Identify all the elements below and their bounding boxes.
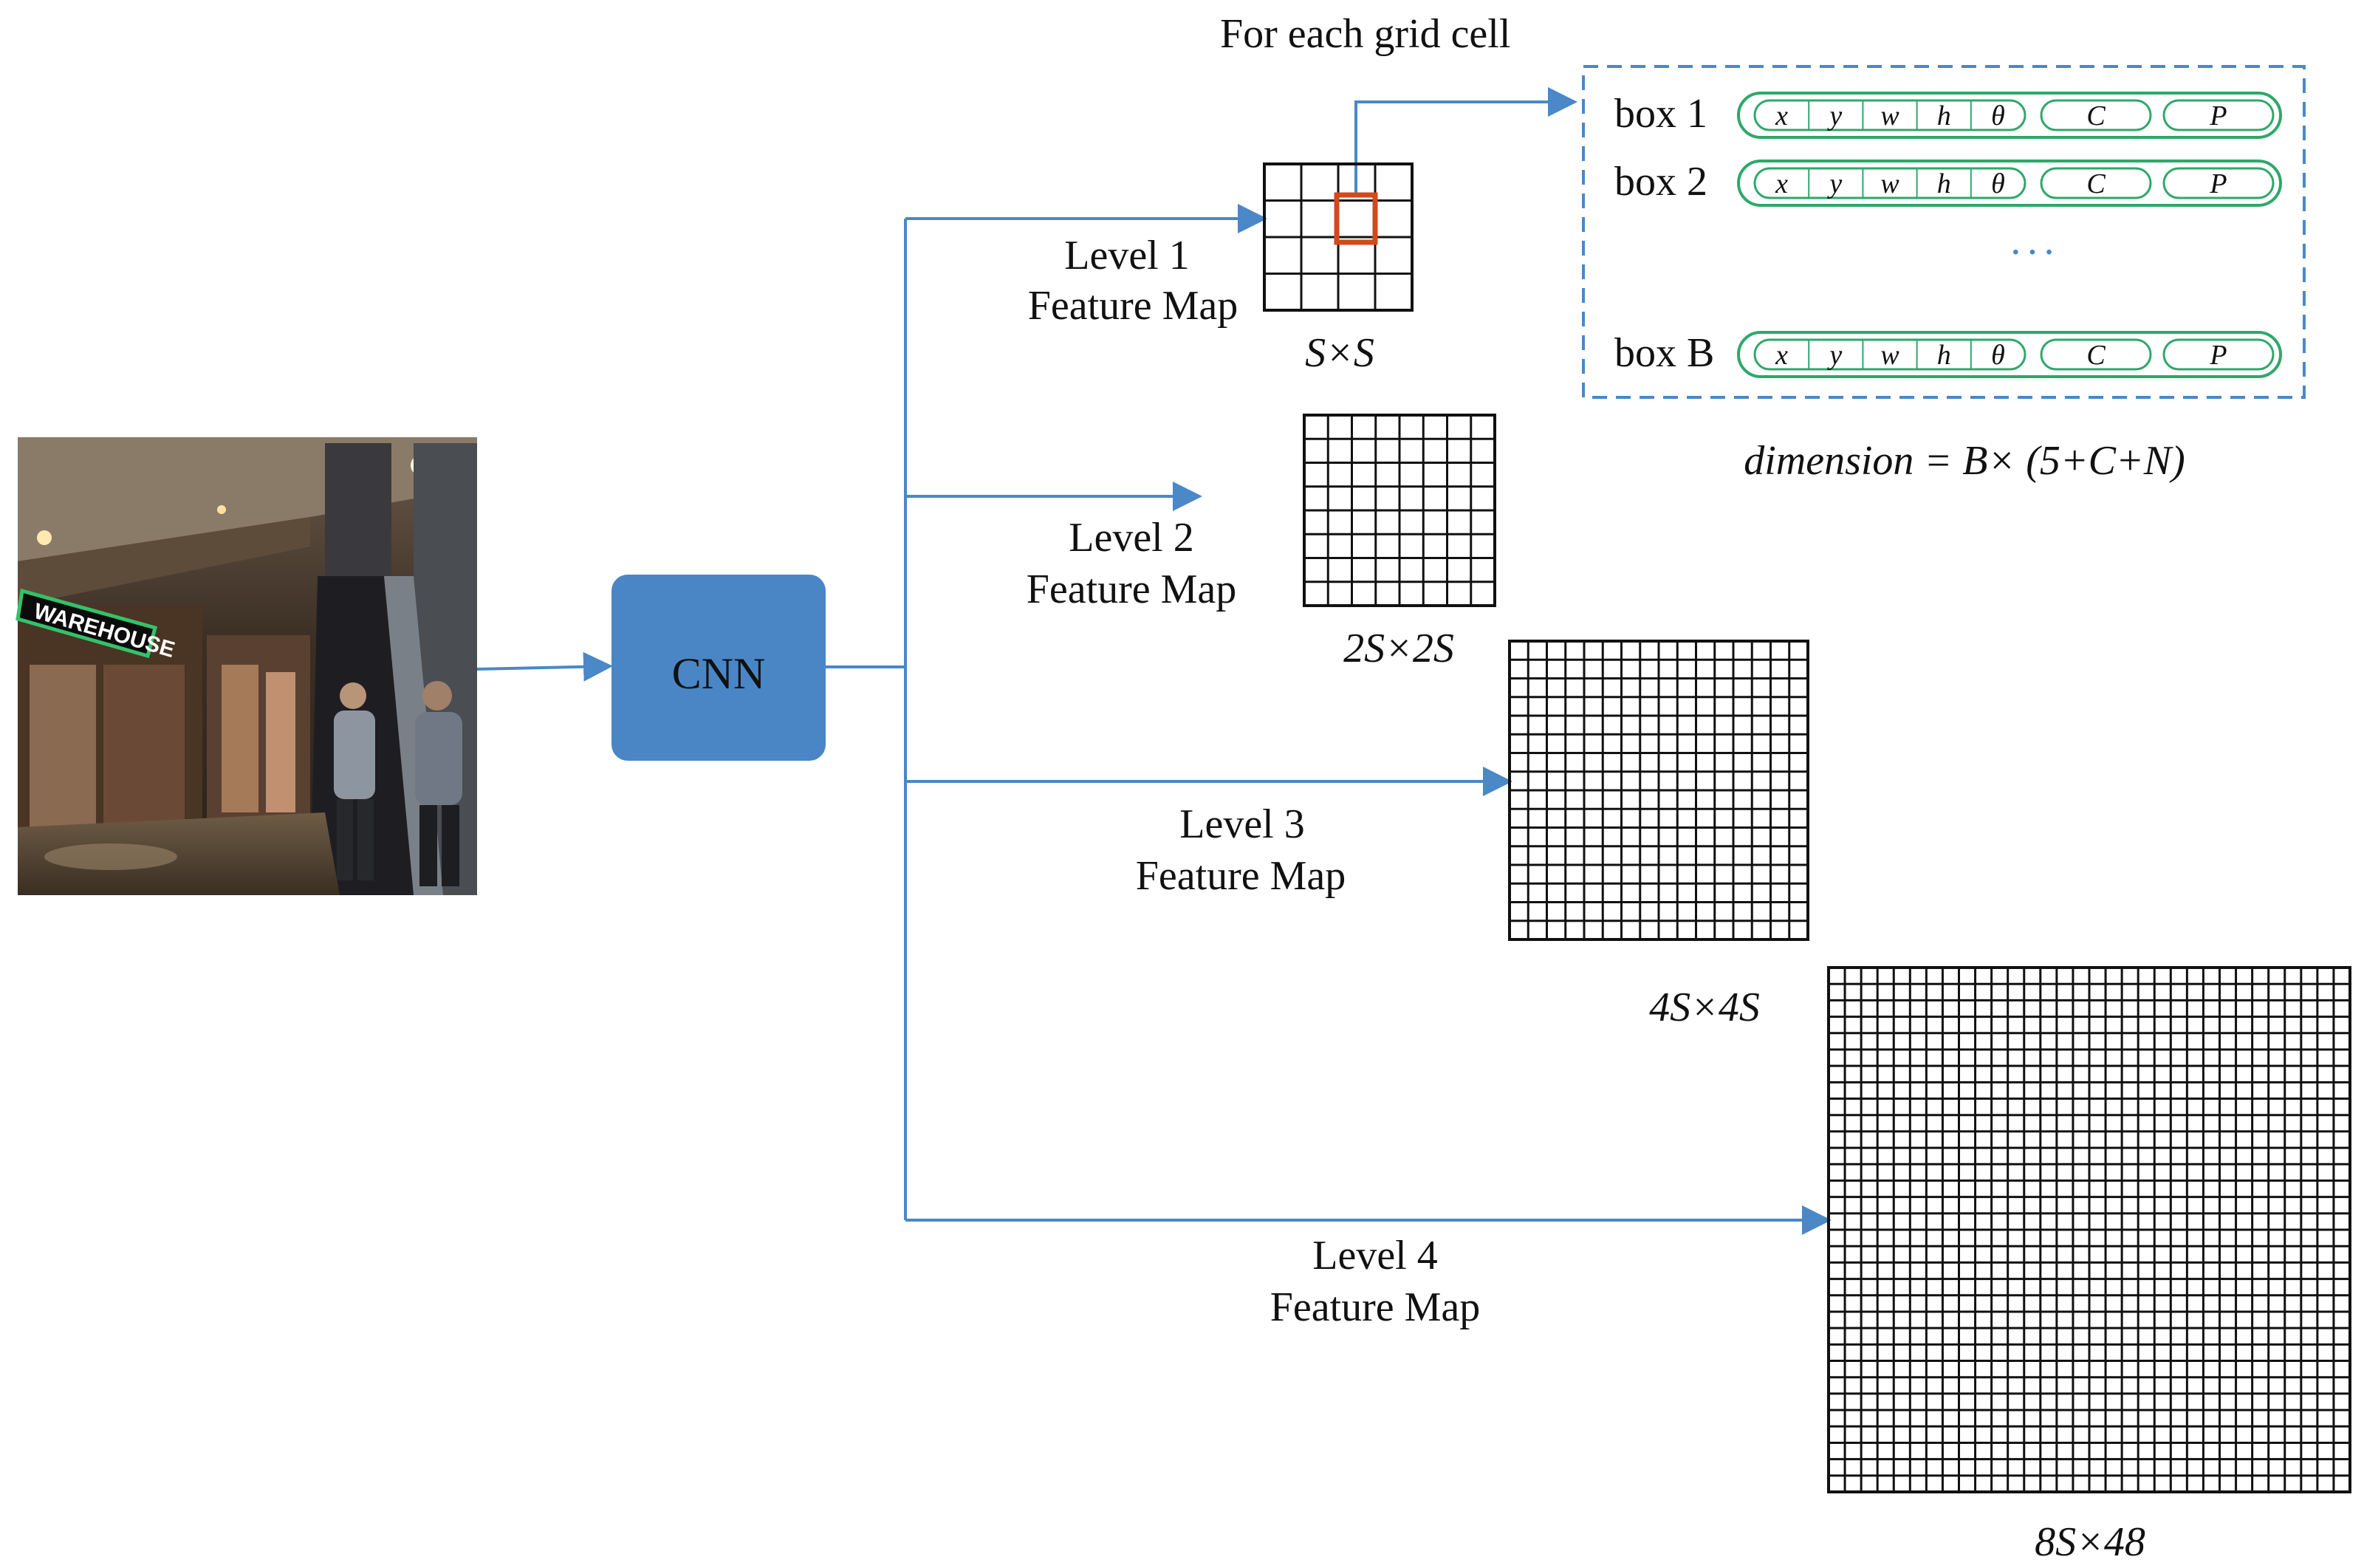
connector-lines: [476, 87, 1832, 1235]
image-to-cnn-arrow: [476, 651, 613, 682]
field-capsule-P: [2162, 99, 2275, 131]
dimension-formula: dimension = B× (5+C+N): [1744, 438, 2185, 484]
field-capsule-C: [2040, 167, 2152, 199]
field-P: P: [2209, 340, 2227, 371]
cnn-block: [611, 575, 826, 761]
field-x: x: [1775, 100, 1788, 131]
field-w: w: [1880, 168, 1899, 199]
highlighted-grid-cell: [1334, 192, 1378, 245]
field-y: y: [1826, 168, 1842, 199]
field-x: x: [1775, 168, 1788, 199]
level1-line2: Feature Map: [1027, 283, 1238, 329]
cnn-label: CNN: [671, 649, 766, 698]
level4-size: 8S×48: [2035, 1519, 2145, 1565]
field-C: C: [2086, 340, 2106, 371]
coord-fields-capsule: [1753, 99, 2026, 131]
field-C: C: [2086, 168, 2106, 199]
level4-line1: Level 4: [1312, 1233, 1438, 1278]
box-row-outline: [1737, 160, 2282, 207]
field-capsule-P: [2162, 167, 2275, 199]
field-theta: θ: [1991, 168, 2005, 199]
field-theta: θ: [1991, 340, 2005, 371]
feature-map-grid-level-3: [1508, 640, 1809, 941]
field-h: h: [1937, 340, 1951, 371]
field-theta: θ: [1991, 100, 2005, 131]
box1-label: box 1: [1614, 91, 1707, 137]
level1-line1: Level 1: [1064, 233, 1190, 278]
boxB-label: box B: [1614, 330, 1715, 376]
input-image: WAREHOUSE: [16, 437, 477, 895]
field-capsule-C: [2040, 338, 2152, 371]
field-w: w: [1880, 100, 1899, 131]
level2-size: 2S×2S: [1343, 626, 1454, 671]
field-h: h: [1937, 100, 1951, 131]
level2-line2: Feature Map: [1026, 566, 1237, 612]
field-x: x: [1775, 340, 1788, 371]
box2-label: box 2: [1614, 159, 1707, 205]
level3-line1: Level 3: [1179, 801, 1305, 847]
field-P: P: [2209, 100, 2227, 131]
cell-to-boxes-arrow: [1354, 87, 1577, 194]
coord-fields-capsule: [1753, 167, 2026, 199]
header-text: For each grid cell: [1220, 11, 1511, 57]
field-capsule-P: [2162, 338, 2275, 371]
feature-map-grid-level-4: [1827, 966, 2351, 1493]
level1-size: S×S: [1305, 330, 1374, 376]
feature-map-grid-level-2: [1303, 414, 1496, 607]
level4-line2: Feature Map: [1270, 1284, 1481, 1330]
field-h: h: [1937, 168, 1951, 199]
level2-line1: Level 2: [1069, 515, 1194, 561]
coord-fields-capsule: [1753, 338, 2026, 371]
level3-size: 4S×4S: [1649, 985, 1760, 1030]
field-P: P: [2209, 168, 2227, 199]
box-predictions-container: [1582, 65, 2306, 399]
field-y: y: [1826, 340, 1842, 371]
field-C: C: [2086, 100, 2106, 131]
field-w: w: [1880, 340, 1899, 371]
field-capsule-C: [2040, 99, 2152, 131]
box-row-outline: [1737, 331, 2282, 378]
box-row-outline: [1737, 92, 2282, 139]
field-y: y: [1826, 100, 1842, 131]
level3-line2: Feature Map: [1135, 853, 1346, 899]
box-ellipsis: ···: [2009, 230, 2059, 275]
